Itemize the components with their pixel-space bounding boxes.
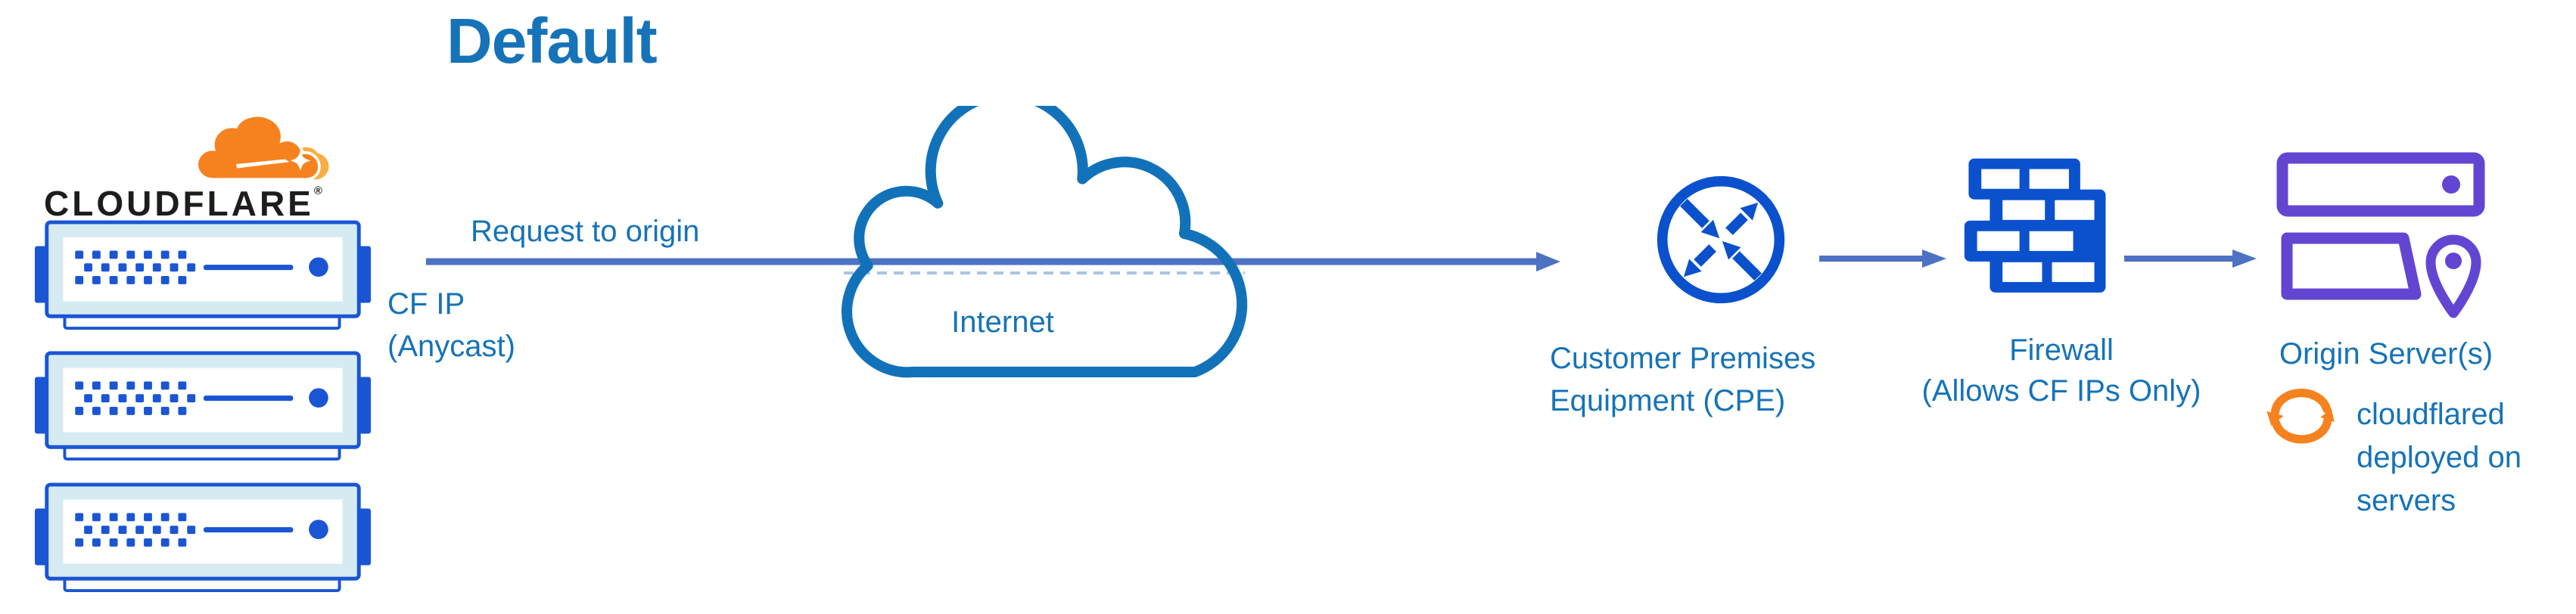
router-arrows-icon <box>1657 175 1785 304</box>
cpe-label-line1: Customer Premises <box>1550 342 1816 375</box>
cloudflared-label-line3: servers <box>2357 484 2456 517</box>
diagram-title: Default <box>446 5 658 76</box>
cloudflared-label: cloudflared deployed on servers <box>2357 393 2522 523</box>
firewall-label-line1: Firewall <box>2009 333 2114 367</box>
internet-label: Internet <box>951 305 1054 339</box>
registered-trademark-symbol: ® <box>313 185 322 197</box>
brick-wall-icon <box>1964 158 2106 293</box>
cf-ip-label-line2: (Anycast) <box>387 330 515 363</box>
cpe-label: Customer Premises Equipment (CPE) <box>1550 337 1815 422</box>
cloudflare-wordmark: CLOUDFLARE® <box>44 183 354 224</box>
cf-ip-label-line1: CF IP <box>387 287 465 321</box>
cpe-to-firewall-arrowhead-icon <box>1922 250 1946 268</box>
sync-arrows-icon <box>2266 389 2335 444</box>
request-to-origin-label: Request to origin <box>471 215 700 248</box>
firewall-label: Firewall (Allows CF IPs Only) <box>1895 330 2228 411</box>
cloudflared-label-line1: cloudflared <box>2357 398 2505 431</box>
request-arrowhead-icon <box>1536 252 1560 271</box>
cloudflared-label-line2: deployed on <box>2357 441 2522 474</box>
server-rack-icon <box>34 219 372 331</box>
firewall-label-line2: (Allows CF IPs Only) <box>1921 374 2201 408</box>
server-location-pin-icon <box>2276 152 2490 318</box>
cloudflare-cloud-icon <box>195 114 329 181</box>
internet-cloud-icon <box>842 106 1248 378</box>
origin-servers-label: Origin Server(s) <box>2279 337 2494 371</box>
firewall-to-origin-arrowhead-icon <box>2232 250 2257 268</box>
server-rack-icon <box>34 482 372 594</box>
cloudflare-wordmark-text: CLOUDFLARE <box>44 184 314 223</box>
cpe-label-line2: Equipment (CPE) <box>1550 384 1786 417</box>
cf-ip-anycast-label: CF IP (Anycast) <box>387 283 515 367</box>
server-rack-icon <box>34 350 372 462</box>
